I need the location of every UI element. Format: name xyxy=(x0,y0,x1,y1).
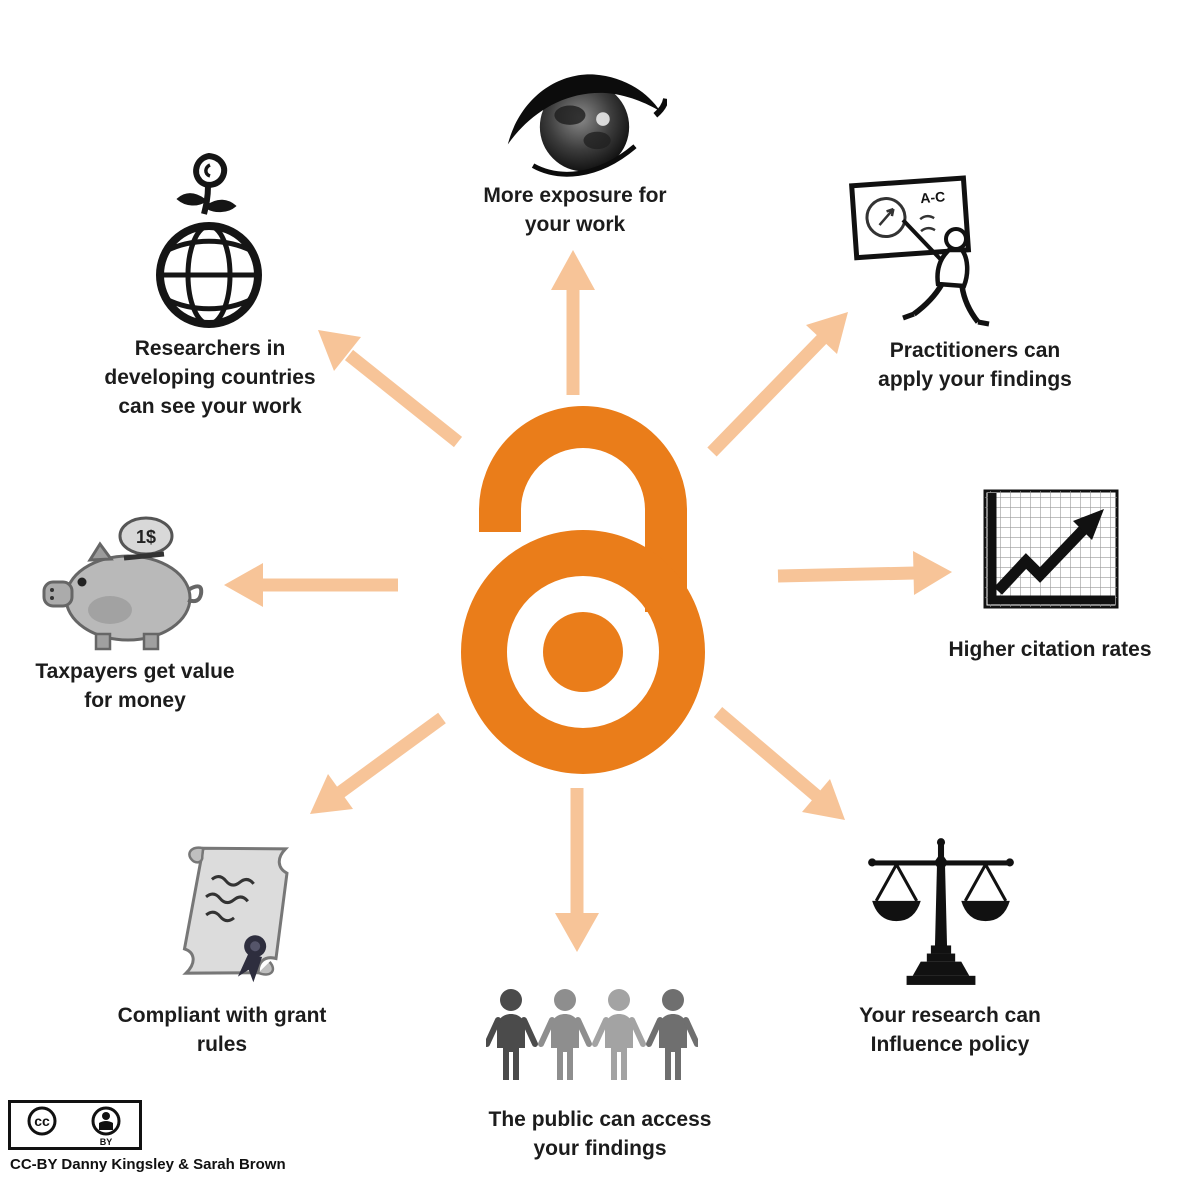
globe-rose-icon xyxy=(152,148,267,332)
label-grant-rules: Compliant with grant rules xyxy=(117,1004,327,1056)
arrow-up-left-icon xyxy=(318,330,463,448)
eye-globe-icon xyxy=(502,58,667,186)
public-people-icon xyxy=(486,988,698,1082)
open-access-logo xyxy=(455,402,711,774)
citation-chart-icon xyxy=(980,487,1122,620)
coin-text: 1$ xyxy=(136,527,156,547)
arrow-down-right-icon xyxy=(713,707,845,820)
arrow-left-icon xyxy=(224,563,398,607)
teacher-blackboard-icon: A-C xyxy=(848,172,1006,332)
cc-text: cc xyxy=(34,1113,50,1129)
arrow-down-left-icon xyxy=(310,712,446,814)
by-text: BY xyxy=(100,1137,113,1147)
arrow-up-right-icon xyxy=(707,312,848,457)
label-researchers: Researchers in developing countries can … xyxy=(104,337,316,418)
piggy-bank-icon: 1$ xyxy=(38,510,208,652)
license-credit: CC-BY Danny Kingsley & Sarah Brown xyxy=(10,1156,286,1173)
label-public-access: The public can access your findings xyxy=(488,1108,712,1160)
board-text: A-C xyxy=(920,188,946,206)
label-more-exposure: More exposure for your work xyxy=(483,184,667,236)
label-citations: Higher citation rates xyxy=(948,638,1152,661)
label-influence-policy: Your research can Influence policy xyxy=(859,1004,1041,1056)
arrow-right-icon xyxy=(777,551,952,595)
justice-scales-icon xyxy=(860,826,1022,991)
grant-scroll-icon xyxy=(162,836,308,1000)
arrow-down-icon xyxy=(555,788,599,952)
label-taxpayers: Taxpayers get value for money xyxy=(35,660,235,712)
arrow-up-icon xyxy=(551,250,595,395)
label-practitioners: Practitioners can apply your findings xyxy=(878,339,1072,391)
cc-by-badge: cc BY xyxy=(8,1100,142,1150)
